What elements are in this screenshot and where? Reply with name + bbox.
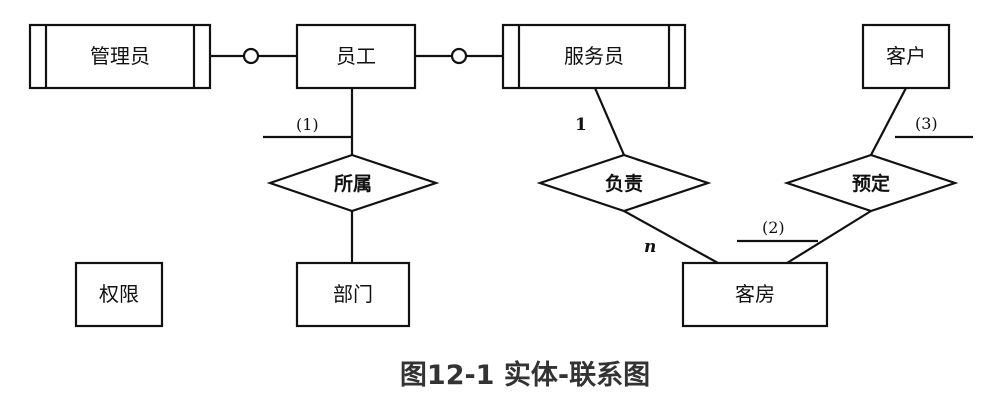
entity-room: 客房 (681, 261, 829, 328)
cardinality-one: 1 (575, 115, 587, 135)
connectors (210, 54, 907, 264)
entity-employee-label: 员工 (336, 44, 376, 68)
blank-label-3: (3) (915, 114, 938, 133)
entity-department-label: 部门 (333, 282, 373, 306)
entity-waiter-label: 服务员 (564, 44, 624, 68)
line-reserve-room (786, 210, 872, 264)
entity-department: 部门 (295, 261, 411, 328)
line-responsible-room (623, 210, 719, 264)
figure-caption: 图12-1 实体-联系图 (400, 359, 650, 391)
entity-admin: 管理员 (28, 23, 212, 90)
entity-admin-label: 管理员 (90, 44, 150, 68)
entity-room-label: 客房 (735, 282, 775, 306)
entity-customer: 客户 (861, 23, 951, 90)
entity-permission: 权限 (74, 261, 164, 328)
relationship-reserve-label: 预定 (852, 172, 890, 195)
blank-label-1: (1) (296, 115, 319, 134)
cardinality-many: n (644, 237, 656, 257)
entity-employee: 员工 (295, 23, 417, 90)
relationship-responsible: 负责 (536, 153, 712, 213)
relationship-reserve: 预定 (783, 153, 959, 213)
relationship-belongs: 所属 (266, 153, 440, 213)
relationship-belongs-label: 所属 (334, 173, 372, 195)
line-customer-reserve (870, 87, 907, 156)
blank-lines (263, 135, 973, 243)
optional-circle-admin (242, 47, 260, 65)
entity-customer-label: 客户 (886, 44, 926, 68)
subtype-markers (242, 47, 468, 65)
entity-waiter: 服务员 (501, 23, 687, 90)
relationship-responsible-label: 负责 (605, 172, 643, 195)
optional-circle-waiter (450, 47, 468, 65)
entity-permission-label: 权限 (99, 282, 139, 306)
line-waiter-responsible (593, 87, 626, 156)
blank-label-2: (2) (762, 218, 785, 237)
